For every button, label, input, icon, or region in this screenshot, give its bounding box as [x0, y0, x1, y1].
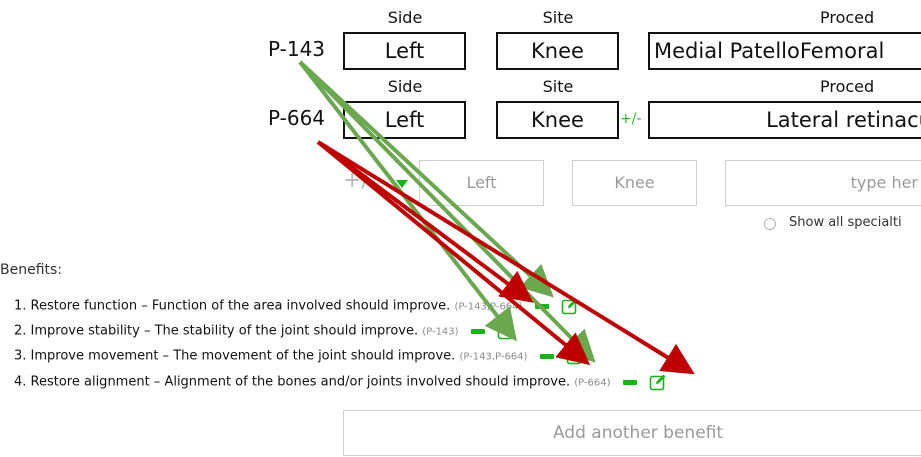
patient-id-2: P-664: [268, 106, 326, 130]
patient-id-1: P-143: [268, 37, 326, 61]
show-all-radio[interactable]: [764, 218, 776, 230]
edit-icon[interactable]: [497, 322, 515, 340]
new-site-input[interactable]: Knee: [572, 160, 697, 206]
side-field-1[interactable]: Left: [343, 32, 466, 70]
minus-icon[interactable]: [470, 328, 485, 334]
new-procedure-input[interactable]: type her: [725, 160, 921, 206]
site-header-2: Site: [542, 77, 574, 96]
side-header-1: Side: [387, 8, 423, 27]
benefit-tag: (P-143,P-664): [459, 351, 528, 363]
benefits-heading: Benefits:: [0, 262, 63, 278]
minus-icon[interactable]: [539, 353, 554, 359]
side-field-2[interactable]: Left: [343, 101, 466, 139]
side-header-2: Side: [387, 77, 423, 96]
new-row-plus-minus[interactable]: +/: [343, 168, 369, 193]
minus-icon[interactable]: [622, 379, 637, 385]
benefit-text: 3. Improve movement – The movement of th…: [14, 348, 456, 364]
benefit-item-4: 4. Restore alignment – Alignment of the …: [14, 373, 667, 391]
benefit-item-3: 3. Improve movement – The movement of th…: [14, 347, 584, 365]
procedure-header-2: Proced: [820, 77, 875, 96]
site-field-1[interactable]: Knee: [496, 32, 619, 70]
benefit-tag: (P-143): [422, 326, 459, 338]
edit-icon[interactable]: [649, 373, 667, 391]
procedure-header-1: Proced: [820, 8, 875, 27]
site-header-1: Site: [542, 8, 574, 27]
benefit-text: 4. Restore alignment – Alignment of the …: [14, 374, 571, 390]
new-side-input[interactable]: Left: [419, 160, 544, 206]
procedure-field-2[interactable]: Lateral retinacu: [648, 101, 921, 139]
benefit-tag: (P-143,P-664): [454, 301, 523, 313]
add-benefit-input[interactable]: Add another benefit: [343, 410, 921, 456]
edit-icon[interactable]: [566, 347, 584, 365]
edit-icon[interactable]: [561, 297, 579, 315]
benefit-item-2: 2. Improve stability – The stability of …: [14, 322, 515, 340]
dropdown-caret-icon[interactable]: [396, 180, 408, 188]
site-field-2[interactable]: Knee: [496, 101, 619, 139]
procedure-field-1[interactable]: Medial PatelloFemoral: [648, 32, 921, 70]
benefit-item-1: 1. Restore function – Function of the ar…: [14, 297, 579, 315]
benefit-tag: (P-664): [574, 377, 611, 389]
benefit-text: 2. Improve stability – The stability of …: [14, 323, 419, 339]
show-all-label: Show all specialti: [789, 215, 902, 230]
minus-icon[interactable]: [534, 303, 549, 309]
benefit-text: 1. Restore function – Function of the ar…: [14, 298, 451, 314]
plus-minus-toggle[interactable]: +/-: [620, 111, 642, 127]
